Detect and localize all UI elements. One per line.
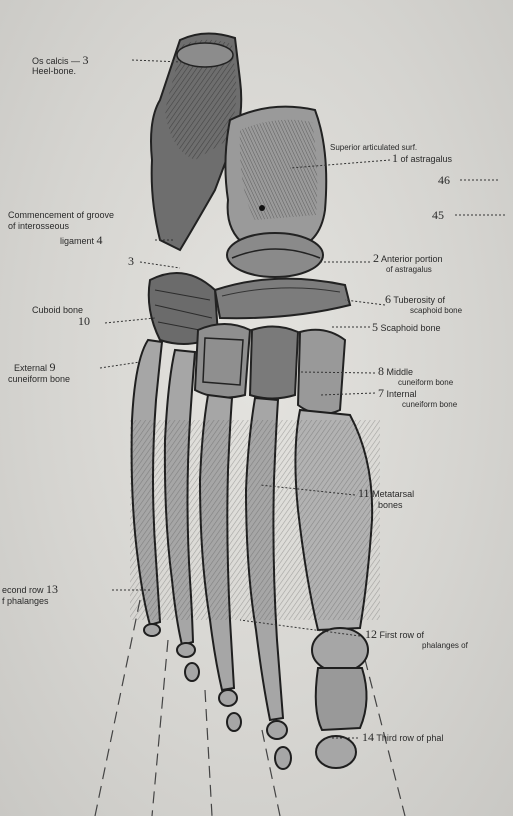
label-external-cuneiform: External 9 [14,362,56,373]
label-third-row: 14 Third row of phal [362,732,443,743]
scaphoid-bone [215,279,350,319]
label-groove-1: Commencement of groove [8,210,114,220]
label-cuboid-num: 10 [78,316,90,326]
label-superior-articulated-2: 1 of astragalus [392,153,452,164]
label-internal-cuneiform-2: cuneiform bone [402,400,457,409]
label-anterior-portion: 2 Anterior portion [373,253,443,264]
label-second-row-2: f phalanges [2,596,49,606]
label-internal-cuneiform: 7 Internal [378,388,417,399]
label-heel-bone: Heel-bone. [32,66,76,76]
label-num-46: 46 [438,175,450,185]
label-num-45: 45 [432,210,444,220]
label-metatarsal: 11 Metatarsal [358,488,414,499]
label-external-cuneiform-2: cuneiform bone [8,374,70,384]
label-groove-2: of interosseous [8,221,69,231]
label-second-row: econd row 13 [2,584,58,595]
label-scaphoid-bone: 5 Scaphoid bone [372,322,441,333]
label-middle-cuneiform-2: cuneiform bone [398,378,453,387]
astragalus-bone [225,107,326,277]
bone-shading [130,420,380,620]
label-anterior-portion-2: of astragalus [386,265,432,274]
label-first-row: 12 First row of [365,629,424,640]
label-tuberosity-2: scaphoid bone [410,306,462,315]
label-os-calcis: Os calcis — 3 [32,55,89,66]
label-groove-3: ligament 4 [60,235,103,246]
label-middle-cuneiform: 8 Middle [378,366,413,377]
label-superior-articulated-surface: Superior articulated surf. [330,143,417,152]
label-tuberosity: 6 Tuberosity of [385,294,445,305]
label-metatarsal-2: bones [378,500,403,510]
label-first-row-2: phalanges of [422,641,468,650]
label-cuboid-bone: Cuboid bone [32,305,83,315]
label-num-3b: 3 [128,256,134,266]
